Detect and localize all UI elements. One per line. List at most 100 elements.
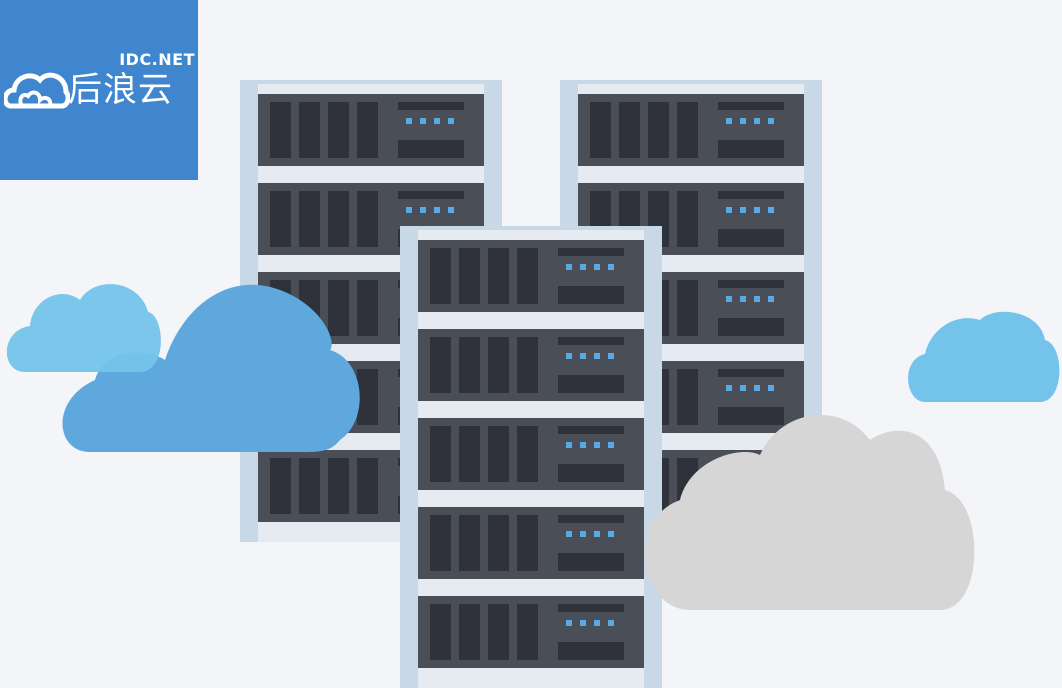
status-led	[580, 620, 586, 626]
server-unit	[418, 329, 644, 401]
status-led	[594, 620, 600, 626]
status-led	[768, 118, 774, 124]
drive-slot	[357, 102, 378, 158]
drive-slot	[488, 515, 509, 571]
drive-slot	[270, 458, 291, 514]
cloud-light-blue-right	[908, 311, 1060, 402]
status-led	[768, 296, 774, 302]
status-led	[580, 442, 586, 448]
status-led	[608, 442, 614, 448]
status-led	[580, 531, 586, 537]
drive-slot	[299, 458, 320, 514]
server-unit	[418, 240, 644, 312]
status-led	[434, 207, 440, 213]
status-led	[754, 385, 760, 391]
status-led	[594, 442, 600, 448]
status-led	[566, 264, 572, 270]
cloud-light-blue-small	[6, 284, 161, 372]
drive-slot	[299, 102, 320, 158]
drive-slot	[328, 280, 349, 336]
status-led	[434, 118, 440, 124]
status-led	[768, 207, 774, 213]
drive-slot	[459, 426, 480, 482]
drive-slot	[328, 191, 349, 247]
drive-slot	[517, 337, 538, 393]
status-led	[594, 264, 600, 270]
drive-slot	[459, 337, 480, 393]
status-led	[566, 620, 572, 626]
drive-slot	[430, 515, 451, 571]
status-led	[754, 207, 760, 213]
drive-slot	[488, 337, 509, 393]
drive-slot	[357, 458, 378, 514]
drive-slot	[648, 102, 669, 158]
status-led	[726, 296, 732, 302]
drive-slot	[677, 280, 698, 336]
status-led	[726, 118, 732, 124]
status-led	[754, 296, 760, 302]
brand-logo: IDC.NET 后浪云	[0, 0, 198, 180]
drive-slot	[677, 102, 698, 158]
status-led	[580, 264, 586, 270]
drive-slot	[357, 280, 378, 336]
drive-slot	[517, 426, 538, 482]
status-led	[754, 118, 760, 124]
drive-slot	[430, 604, 451, 660]
server-unit	[578, 94, 804, 166]
server-unit	[418, 507, 644, 579]
drive-slot	[488, 426, 509, 482]
server-rack-center	[400, 226, 662, 688]
drive-slot	[459, 604, 480, 660]
drive-slot	[517, 604, 538, 660]
status-led	[768, 385, 774, 391]
status-led	[406, 118, 412, 124]
logo-domain-text: IDC.NET	[119, 50, 195, 69]
status-led	[420, 118, 426, 124]
drive-slot	[517, 248, 538, 304]
status-led	[740, 296, 746, 302]
drive-slot	[459, 248, 480, 304]
status-led	[566, 353, 572, 359]
status-led	[608, 531, 614, 537]
status-led	[608, 264, 614, 270]
status-led	[726, 385, 732, 391]
status-led	[448, 207, 454, 213]
status-led	[448, 118, 454, 124]
drive-slot	[488, 248, 509, 304]
drive-slot	[299, 191, 320, 247]
drive-slot	[677, 191, 698, 247]
status-led	[594, 353, 600, 359]
drive-slot	[270, 102, 291, 158]
server-unit	[418, 418, 644, 490]
drive-slot	[430, 426, 451, 482]
drive-slot	[590, 102, 611, 158]
drive-slot	[270, 191, 291, 247]
cloud-logo-icon	[4, 72, 70, 109]
cloud-blue-large	[62, 284, 360, 452]
status-led	[740, 118, 746, 124]
status-led	[594, 531, 600, 537]
status-led	[566, 531, 572, 537]
server-unit	[418, 596, 644, 668]
status-led	[726, 207, 732, 213]
drive-slot	[328, 102, 349, 158]
logo-brand-text: 后浪云	[68, 70, 173, 110]
status-led	[566, 442, 572, 448]
status-led	[740, 385, 746, 391]
drive-slot	[357, 369, 378, 425]
status-led	[608, 353, 614, 359]
drive-slot	[357, 191, 378, 247]
drive-slot	[488, 604, 509, 660]
drive-slot	[430, 248, 451, 304]
drive-slot	[517, 515, 538, 571]
status-led	[740, 207, 746, 213]
cloud-grey	[645, 414, 975, 610]
status-led	[608, 620, 614, 626]
status-led	[420, 207, 426, 213]
drive-slot	[459, 515, 480, 571]
drive-slot	[430, 337, 451, 393]
drive-slot	[619, 102, 640, 158]
status-led	[406, 207, 412, 213]
server-unit	[258, 94, 484, 166]
